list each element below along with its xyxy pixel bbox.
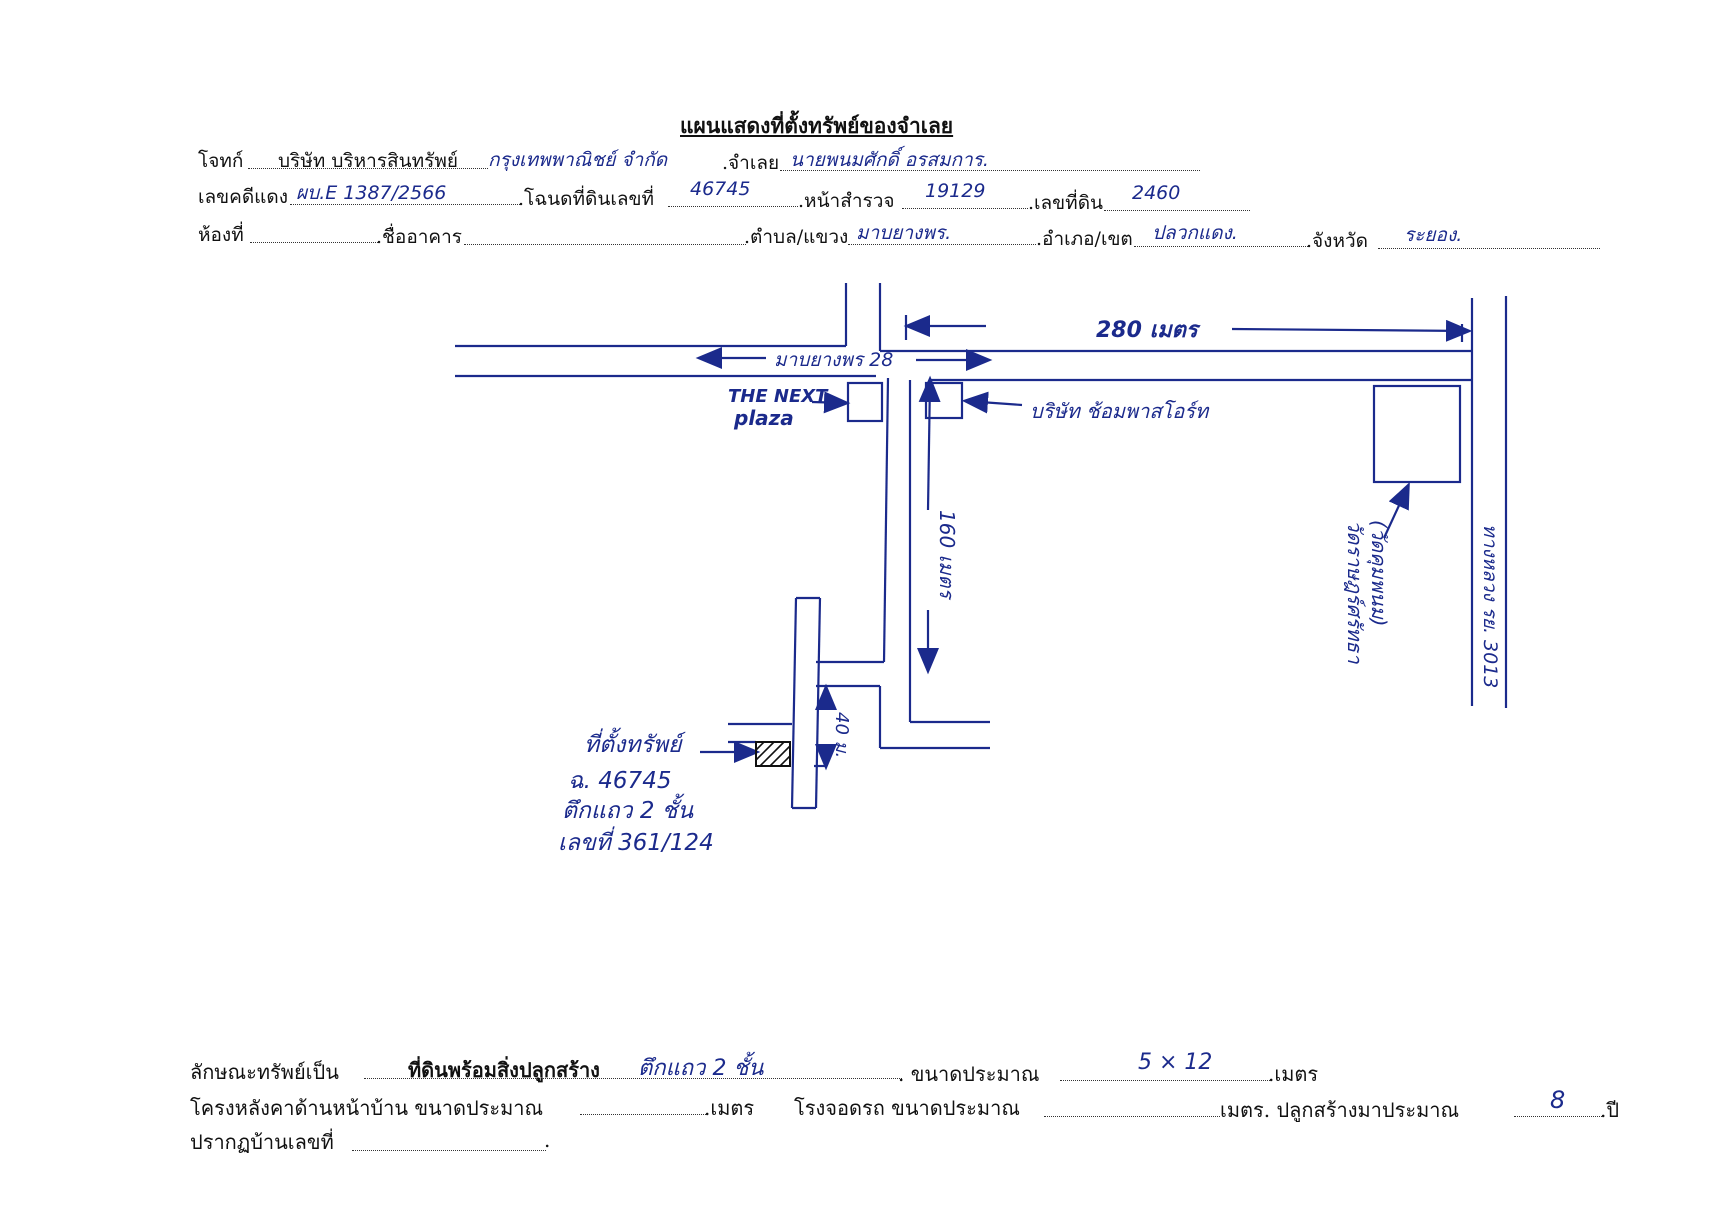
label-property-3: ตึกแถว 2 ชั้น [562,793,694,824]
label-property-4: เลขที่ 361/124 [558,826,714,856]
hatch-2 [755,741,775,761]
label-property-2: ฉ. 46745 [568,768,671,794]
arrow-next-plaza [811,391,851,414]
label-temple-1: วัดราษฎร์ศรัทธา [1343,520,1367,664]
years-blank [1514,1094,1604,1117]
province-label: .จังหวัด [1306,230,1368,252]
building-label: .ชื่ออาคาร [376,226,463,248]
arrow-temple [1383,482,1410,539]
label-property-1: ที่ตั้งทรัพย์ [584,727,686,758]
survey-blank [902,186,1028,209]
hatch-3 [759,741,785,767]
label-temple-2: (วัดคุมพนม) [1366,520,1391,626]
label-40: 40 ม. [831,712,852,758]
house-no-blank [352,1128,546,1151]
garage-unit: เมตร. ปลูกสร้างมาประมาณ [1220,1098,1460,1122]
case-label: เลขคดีแดง [198,186,289,208]
label-next-plaza-2: plaza [733,406,794,430]
label-road: ทางหลวง รย. 3013 [1479,524,1501,688]
house-no-label: ปรากฏบ้านเลขที่ [190,1130,334,1154]
size-value: 5 × 12 [1138,1050,1213,1075]
nature-label: ลักษณะทรัพย์เป็น [190,1060,339,1084]
survey-label: .หน้าสำรวจ [798,190,895,212]
label-280: 280 เมตร [1096,318,1201,343]
roof-unit: .เมตร [704,1096,755,1120]
label-company: บริษัท ช้อมพาสโอร์ท [1030,399,1210,423]
map-labels: 280 เมตร มาบยางพร 28 THE NEXT plaza บริษ… [558,318,1501,856]
years-value: 8 [1550,1086,1566,1114]
house-no-end: . [544,1128,551,1152]
sidesoi-left [882,377,890,663]
building-blank [464,222,746,245]
hatch-5 [779,755,791,767]
label-soi: มาบยางพร 28 [774,349,893,371]
room-label: ห้องที่ [198,224,244,246]
defendant-label: .จำเลย [722,152,780,174]
roof-blank [580,1092,706,1115]
arrow-160-up [918,375,941,511]
district-label: .อำเภอ/เขต [1036,228,1133,250]
roof-label: โครงหลังคาด้านหน้าบ้าน ขนาดประมาณ [190,1096,544,1120]
deed-blank [668,184,798,207]
plaintiff-handwritten: กรุงเทพพาณิชย์ จำกัด [488,149,668,171]
deed-label: .โฉนดที่ดินเลขที่ [518,188,655,210]
garage-label: โรงจอดรถ ขนาดประมาณ [794,1096,1020,1120]
size-label: . ขนาดประมาณ [898,1062,1040,1086]
subdistrict-blank [848,222,1036,245]
province-blank [1378,226,1600,249]
subdistrict-value: มาบยางพร. [856,222,952,244]
temple-box [1372,384,1462,484]
district-value: ปลวกแดง. [1152,222,1238,244]
plaintiff-blank [248,146,488,169]
defendant-value: นายพนมศักดิ์ อรสมการ. [790,149,989,171]
garage-blank [1044,1094,1220,1117]
survey-value: 19129 [925,180,986,202]
size-blank [1060,1058,1270,1081]
size-unit: .เมตร [1268,1062,1319,1086]
province-value: ระยอง. [1404,224,1463,246]
subdistrict-label: .ตำบล/แขวง [744,226,849,248]
nature-value: ที่ดินพร้อมสิ่งปลูกสร้าง [408,1058,600,1082]
label-next-plaza-1: THE NEXT [728,386,829,407]
nature-handwritten: ตึกแถว 2 ชั้น [638,1056,764,1081]
case-blank [290,182,520,205]
company-box [924,381,964,420]
nature-blank [364,1056,902,1079]
lane-left [790,597,798,809]
case-value: ผบ.E 1387/2566 [296,182,447,204]
land-no-value: 2460 [1132,182,1181,204]
hatch-1 [755,741,765,751]
district-blank [1134,224,1310,247]
land-no-label: .เลขที่ดิน [1028,192,1104,214]
arrow-280-right [1231,319,1473,342]
property-plot [755,741,791,767]
document-title: แผนแสดงที่ตั้งทรัพย์ของจำเลย [680,113,954,138]
defendant-blank [780,148,1200,171]
room-blank [250,220,378,243]
land-no-blank [1104,188,1250,211]
next-plaza-box [846,381,884,423]
lane-right [814,597,822,809]
map-roads [455,283,1508,810]
deed-value: 46745 [690,178,751,200]
years-unit: .ปี [1600,1098,1620,1122]
arrow-company [961,391,1023,414]
property-hatching [755,741,791,767]
hatch-4 [769,745,791,767]
label-160: 160 เมตร [935,510,959,601]
plaintiff-label: โจทก์ [198,150,244,172]
plaintiff-value: บริษัท บริหารสินทรัพย์ [278,150,458,172]
